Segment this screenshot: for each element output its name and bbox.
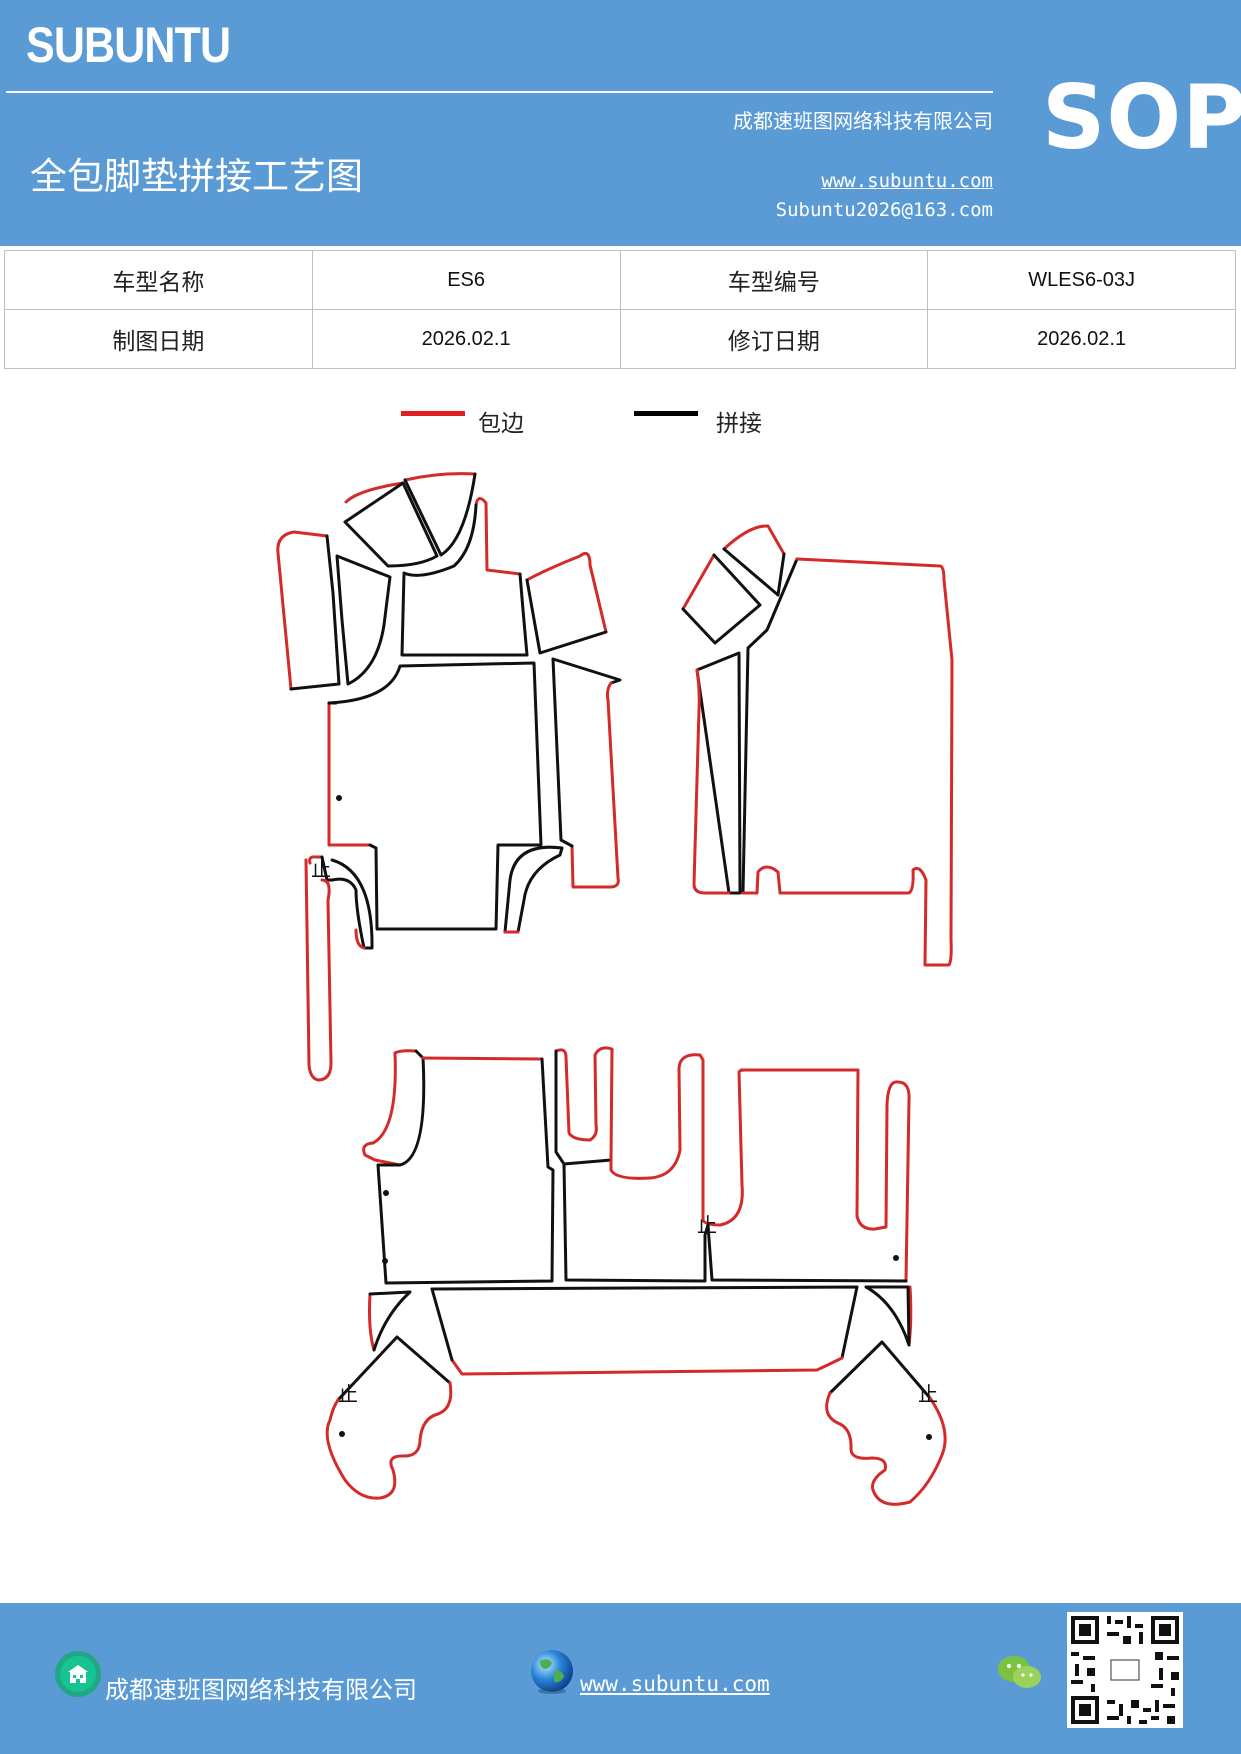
stop-mark: 止 [311, 857, 331, 881]
drawing-date-label: 制图日期 [4, 309, 313, 369]
wechat-icon [998, 1656, 1041, 1688]
sop-badge: SOP [1042, 66, 1241, 169]
model-name-label: 车型名称 [4, 250, 313, 310]
table-row: 制图日期 2026.02.1 修订日期 2026.02.1 [4, 309, 1236, 369]
model-code-label: 车型编号 [619, 250, 929, 310]
document-title: 全包脚垫拼接工艺图 [30, 155, 363, 198]
building-icon [55, 1651, 101, 1697]
footer-website-link[interactable]: www.subuntu.com [580, 1672, 770, 1696]
qr-code [1067, 1612, 1183, 1728]
legend-seam-swatch [634, 411, 698, 416]
legend-edge-swatch [401, 411, 465, 416]
stop-mark: 止 [918, 1382, 938, 1406]
footer-company-name: 成都速班图网络科技有限公司 [105, 1676, 417, 1704]
locator-dot [383, 1190, 389, 1196]
legend-edge-label: 包边 [478, 411, 524, 437]
vehicle-info-table: 车型名称 ES6 车型编号 WLES6-03J 制图日期 2026.02.1 修… [4, 250, 1236, 369]
stop-mark: 止 [697, 1213, 717, 1237]
model-name-value: ES6 [311, 250, 621, 310]
header-divider [6, 91, 993, 93]
header-website-link[interactable]: www.subuntu.com [821, 170, 993, 192]
header-email: Subuntu2026@163.com [775, 199, 993, 221]
legend-seam-label: 拼接 [716, 411, 762, 437]
table-row: 车型名称 ES6 车型编号 WLES6-03J [4, 250, 1236, 310]
legend: 包边 拼接 [0, 400, 1241, 440]
front-right-mat-group [681, 524, 954, 967]
locator-dot [339, 1431, 345, 1437]
drawing-date-value: 2026.02.1 [311, 309, 621, 369]
model-code-value: WLES6-03J [927, 250, 1236, 310]
rear-mat-group: 止 止 止 [325, 1046, 947, 1506]
locator-dot [893, 1255, 899, 1261]
stop-mark: 止 [338, 1382, 358, 1406]
front-left-mat-group: 止 [276, 472, 622, 1082]
globe-icon [531, 1650, 573, 1694]
locator-dot [926, 1434, 932, 1440]
revision-date-label: 修订日期 [619, 309, 929, 369]
revision-date-value: 2026.02.1 [927, 309, 1236, 369]
locator-dot [336, 795, 342, 801]
locator-dot [382, 1258, 388, 1264]
page-header: SUBUNTU 成都速班图网络科技有限公司 全包脚垫拼接工艺图 www.subu… [0, 0, 1241, 246]
page-footer: 成都速班图网络科技有限公司 www.subuntu.com [0, 1603, 1241, 1754]
header-company-name: 成都速班图网络科技有限公司 [733, 109, 993, 133]
brand-logo: SUBUNTU [26, 17, 231, 73]
